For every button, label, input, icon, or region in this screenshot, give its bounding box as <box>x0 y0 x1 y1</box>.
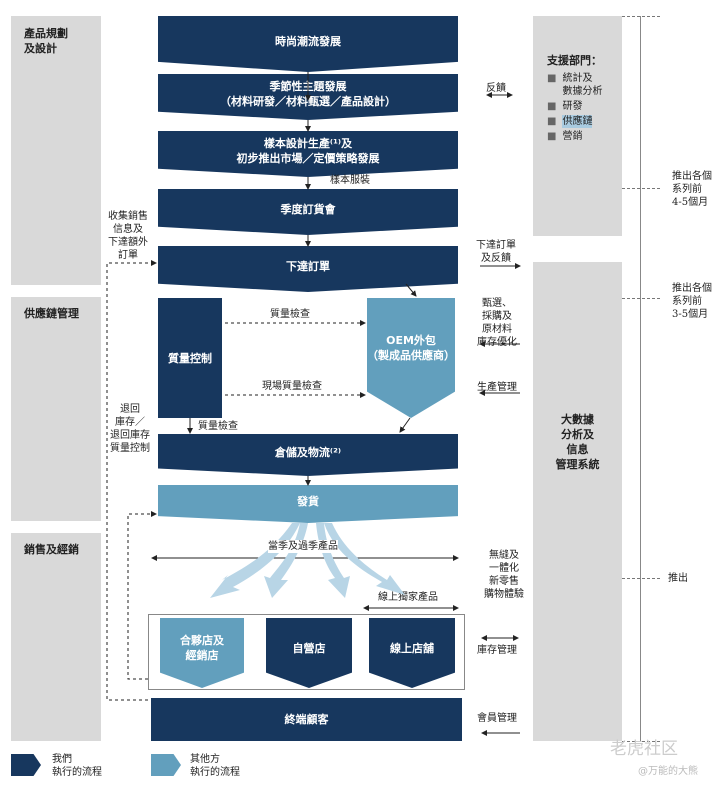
step-label: 時尚潮流發展 <box>275 34 341 48</box>
store-partner: 合夥店及 經銷店 <box>160 618 244 688</box>
step-label: 終端顧客 <box>284 713 329 726</box>
omni-note: 無縫及 一體化 新零售 購物體驗 <box>484 550 524 600</box>
step-quality-control: 質量控制 <box>158 298 222 418</box>
step-warehouse: 倉儲及物流⁽²⁾ <box>158 434 458 476</box>
support-item-label: 研發 <box>562 101 583 112</box>
timeline-tick <box>622 188 660 189</box>
timeline-tick <box>622 16 660 17</box>
collect-dashed-arrow <box>106 260 157 701</box>
return-dashed-arrow <box>127 511 157 680</box>
step-label: （材料研發／材料甄選／產品設計） <box>220 95 396 108</box>
step-order-fair: 季度訂貨會 <box>158 189 458 235</box>
watermark-user: @万能的大熊 <box>638 766 698 777</box>
step-label: 倉儲及物流⁽²⁾ <box>274 445 342 459</box>
support-item: ■研發 <box>547 101 583 112</box>
support-item-label: 統計及 數據分析 <box>562 73 603 97</box>
watermark-brand: 老虎社区 <box>610 739 678 759</box>
section-label-supply: 供應鏈管理 <box>24 307 79 320</box>
step-sample: 樣本設計生產⁽¹⁾及初步推出市場／定價策略發展 <box>158 131 458 177</box>
step-trend: 時尚潮流發展 <box>158 16 458 72</box>
bigdata-panel <box>533 262 622 741</box>
timeline-tick <box>622 578 660 579</box>
support-title: 支援部門： <box>547 54 602 67</box>
store-online: 線上店舖 <box>369 618 455 688</box>
step-label: 季度訂貨會 <box>280 202 336 216</box>
section-panel-supply <box>11 297 101 521</box>
step-label: 自營店 <box>292 641 326 655</box>
sourcing-note: 甄選、 採購及 原材料 庫存優化 <box>477 298 517 348</box>
step-place-order: 下達訂單 <box>158 246 458 292</box>
legend-label-ours: 我們 執行的流程 <box>52 754 102 778</box>
legend-swatch-ours <box>11 754 41 776</box>
timeline-tick <box>622 741 660 742</box>
sample-clothes-label: 樣本服裝 <box>330 175 370 186</box>
onsite-check-label: 現場質量檢查 <box>262 381 322 392</box>
support-list: ■統計及 數據分析 ■研發 ■供應鏈 ■營銷 <box>547 72 602 143</box>
step-label: 線上店舖 <box>390 641 434 655</box>
timeline-tick <box>622 298 660 299</box>
qc-check-label-2: 質量檢查 <box>198 421 238 432</box>
timeline-line <box>640 16 641 741</box>
order-feedback-note: 下達訂單 及反饋 <box>476 240 516 264</box>
online-exclusive-label: 線上獨家產品 <box>378 592 438 603</box>
step-label: 質量控制 <box>168 351 212 365</box>
step-label: （製成品供應商） <box>367 349 455 362</box>
support-item: ■統計及 數據分析 <box>547 73 603 97</box>
collect-sales-note: 收集銷售 信息及 下達額外 訂單 <box>108 211 148 261</box>
legend-label-others: 其他方 執行的流程 <box>190 754 240 778</box>
member-note: 會員管理 <box>477 713 517 724</box>
store-group-box <box>148 614 465 690</box>
support-item-label: 供應鏈 <box>562 115 593 128</box>
distribution-fan-arrows <box>210 523 405 598</box>
flow-arrow <box>405 283 417 297</box>
step-label: 合夥店及 經銷店 <box>180 634 224 662</box>
timeline-label: 推出各個 系列前 3-5個月 <box>672 283 712 320</box>
production-note: 生產管理 <box>477 382 517 393</box>
bigdata-label: 大數據 分析及 信息 管理系統 <box>555 413 600 471</box>
feedback-note: 反饋 <box>486 83 506 94</box>
section-panel-sales <box>11 533 101 741</box>
timeline-label: 推出各個 系列前 4-5個月 <box>672 171 712 208</box>
step-label: 樣本設計生產⁽¹⁾及 <box>263 137 353 150</box>
step-label: OEM外包 <box>386 334 436 347</box>
section-panel-planning <box>11 16 101 285</box>
support-item: ■營銷 <box>547 131 583 142</box>
step-end-customer: 終端顧客 <box>151 698 462 741</box>
fan-arrow <box>324 523 405 595</box>
step-label: 初步推出市場／定價策略發展 <box>236 152 380 165</box>
inventory-note: 庫存管理 <box>477 645 517 656</box>
section-label-planning: 產品規劃 及設計 <box>24 27 68 55</box>
flow-arrow <box>399 417 411 433</box>
step-delivery: 發貨 <box>158 485 458 523</box>
store-self-operated: 自營店 <box>266 618 352 688</box>
timeline-label: 推出 <box>668 573 688 584</box>
season-products-label: 當季及過季產品 <box>268 540 338 553</box>
step-label: 發貨 <box>297 494 319 508</box>
support-item: ■供應鏈 <box>547 115 593 128</box>
return-inventory-note: 退回 庫存／ 退回庫存 質量控制 <box>110 404 150 454</box>
step-oem: OEM外包 （製成品供應商） <box>367 298 455 418</box>
support-item-label: 營銷 <box>562 131 583 142</box>
qc-check-label: 質量檢查 <box>270 309 310 320</box>
step-label: 下達訂單 <box>286 259 330 273</box>
section-label-sales: 銷售及經銷 <box>24 543 79 556</box>
legend-swatch-others <box>151 754 181 776</box>
